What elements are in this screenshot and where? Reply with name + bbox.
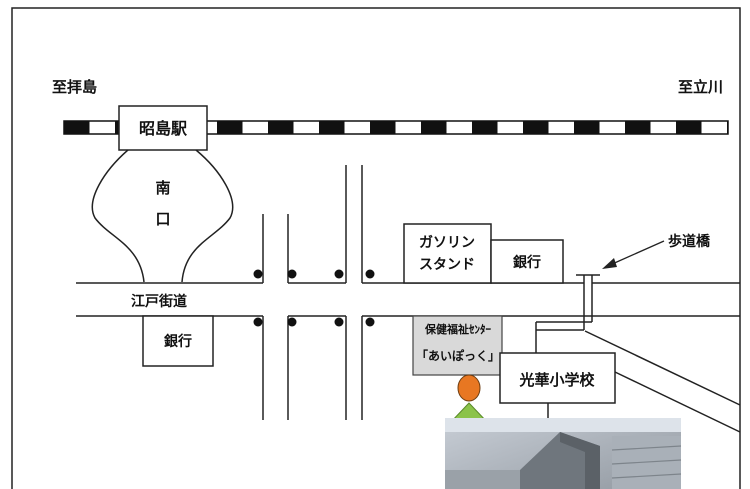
bank-south-box: [142, 315, 214, 367]
signal-dot: [253, 317, 263, 327]
station-name: 昭島駅: [139, 119, 188, 138]
signal-dot: [253, 269, 263, 279]
railway-block: [523, 121, 549, 134]
railway-block: [625, 121, 651, 134]
main-road-label: 江戸街道: [131, 293, 187, 310]
gas-station-label-line1: ガソリン: [419, 235, 475, 251]
railway-block: [574, 121, 600, 134]
cross-streets: [262, 165, 363, 420]
station-box: [118, 105, 208, 151]
railway-block: [370, 121, 396, 134]
gas-station-label-line2: スタンド: [419, 257, 475, 273]
signal-dot: [365, 317, 375, 327]
south-exit-label-bottom: 口: [155, 210, 170, 228]
signal-dot: [334, 317, 344, 327]
railway-block: [727, 121, 728, 134]
gas-station-box: [403, 223, 492, 284]
signal-dot: [365, 269, 375, 279]
railway-block: [319, 121, 345, 134]
railway-block: [64, 121, 90, 134]
signal-dot: [287, 317, 297, 327]
footbridge-label: 歩道橋: [668, 233, 711, 250]
welfare-center-box: [412, 315, 503, 376]
railway-block: [421, 121, 447, 134]
signal-dot: [334, 269, 344, 279]
railway-block: [472, 121, 498, 134]
footbridge: [535, 274, 600, 340]
south-exit-label-top: 南: [155, 179, 170, 197]
traffic-signals: [253, 269, 375, 327]
map-frame: [11, 7, 741, 489]
south-exit-plaza: [91, 149, 234, 283]
bank-north-label: 銀行: [513, 254, 541, 271]
diagonal-road: [535, 330, 741, 433]
direction-east-label: 至立川: [678, 78, 723, 96]
bank-south-label: 銀行: [164, 333, 192, 350]
signal-dot: [287, 269, 297, 279]
railway-block: [268, 121, 294, 134]
railway-block: [217, 121, 243, 134]
school-box: [499, 352, 616, 404]
direction-west-label: 至拝島: [52, 78, 97, 96]
footbridge-pointer: [609, 240, 665, 266]
school-label: 光華小学校: [518, 371, 595, 389]
railway-block: [676, 121, 702, 134]
welfare-center-label-line1: 保健福祉ｾﾝﾀｰ: [424, 322, 491, 336]
person-marker-icon: [457, 374, 481, 402]
footbridge-arrowhead: [602, 258, 617, 269]
building-photo: [445, 418, 682, 489]
welfare-center-label-line2: 「あいぽっく」: [416, 348, 500, 363]
bank-north-box: [490, 239, 564, 284]
